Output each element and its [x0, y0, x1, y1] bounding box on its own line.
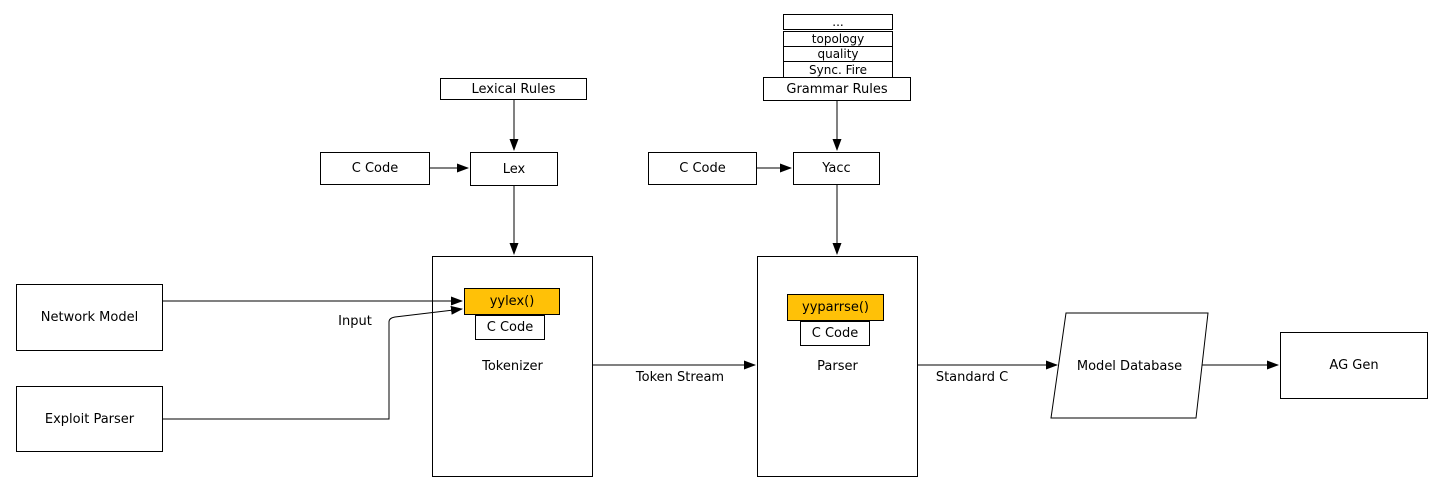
model-database-label: Model Database [1076, 359, 1183, 374]
node-yacc: Yacc [793, 152, 880, 185]
node-lex: Lex [470, 152, 558, 186]
node-c-code-yacc: C Code [648, 152, 757, 185]
edge-label-standard-c: Standard C [935, 370, 1009, 385]
node-ag-gen: AG Gen [1280, 332, 1428, 399]
node-c-code-lex: C Code [320, 152, 430, 185]
node-grammar-rules: Grammar Rules [763, 77, 911, 101]
edge-exploit-parser-to-yylex [163, 305, 463, 420]
node-tokenizer-box [432, 256, 593, 477]
node-network-model: Network Model [16, 284, 163, 351]
edge-label-input: Input [338, 314, 372, 329]
grammar-stack-item-quality: quality [783, 46, 893, 62]
node-yylex: yylex() [464, 288, 560, 315]
grammar-stack-item-topology: topology [783, 31, 893, 47]
node-yylex-c-code: C Code [475, 315, 545, 340]
parser-label: Parser [817, 359, 858, 374]
tokenizer-label: Tokenizer [482, 359, 543, 374]
grammar-stack-item-sync-fire: Sync. Fire [783, 61, 893, 78]
node-yyparse: yyparrse() [787, 294, 884, 321]
edge-label-token-stream: Token Stream [635, 370, 725, 385]
node-lexical-rules: Lexical Rules [440, 78, 587, 100]
node-yyparse-c-code: C Code [800, 321, 870, 346]
node-exploit-parser: Exploit Parser [16, 386, 163, 452]
grammar-stack-item-dots: ... [783, 14, 893, 30]
model-database-shape [1050, 312, 1209, 419]
node-parser-box [757, 256, 918, 477]
